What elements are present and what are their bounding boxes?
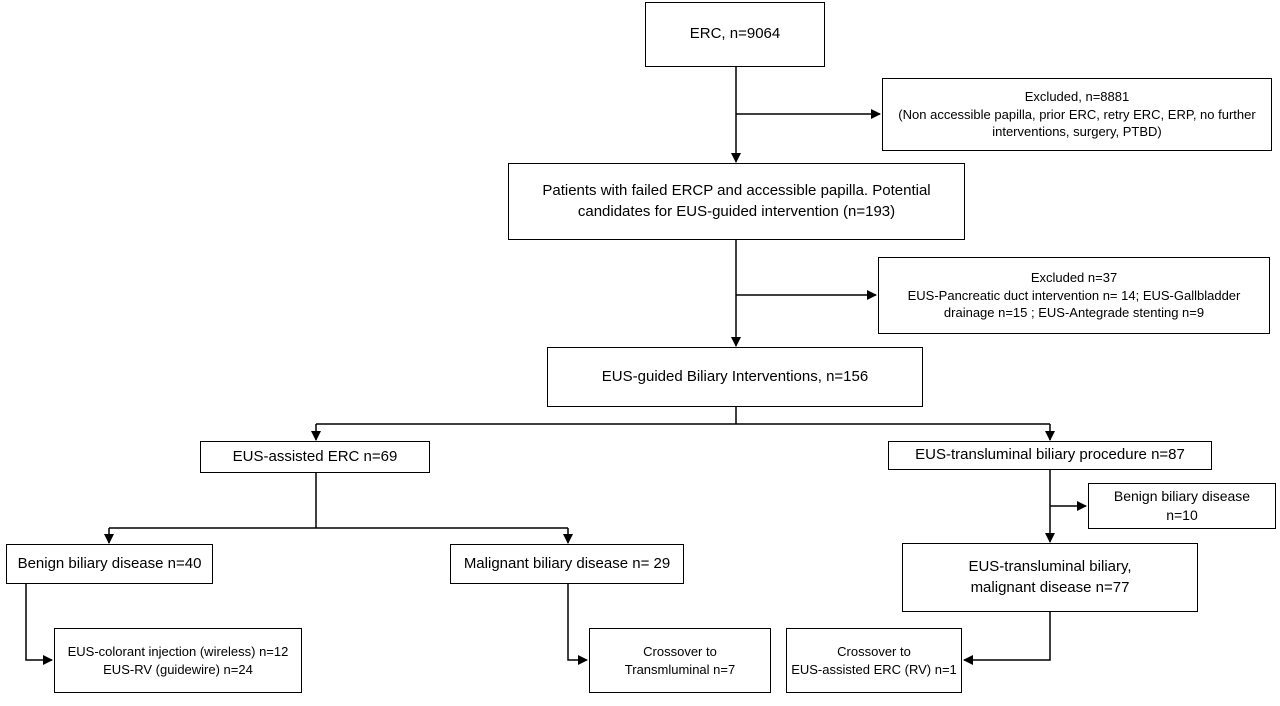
excluded-2-box: Excluded n=37 EUS-Pancreatic duct interv… <box>878 257 1270 334</box>
erc-label: ERC, n=9064 <box>689 25 781 43</box>
excluded-2-title: Excluded n=37 <box>1030 270 1118 286</box>
arrow-trans-to-crossover <box>963 612 1051 665</box>
crossover-assisted-line2: EUS-assisted ERC (RV) n=1 <box>791 661 957 677</box>
candidates-line2: candidates for EUS-guided intervention (… <box>577 202 896 220</box>
excluded-1-detail-line2: interventions, surgery, PTBD) <box>992 124 1162 140</box>
benign-trans-line1: Benign biliary disease <box>1113 488 1251 505</box>
colorant-rv-box: EUS-colorant injection (wireless) n=12 E… <box>54 628 302 693</box>
candidates-line1: Patients with failed ERCP and accessible… <box>542 182 931 200</box>
erc-box: ERC, n=9064 <box>645 2 825 67</box>
malignant-trans-box: EUS-transluminal biliary, malignant dise… <box>902 543 1198 612</box>
eus-transluminal-label: EUS-transluminal biliary procedure n=87 <box>915 446 1185 464</box>
eus-transluminal-box: EUS-transluminal biliary procedure n=87 <box>888 441 1212 470</box>
candidates-box: Patients with failed ERCP and accessible… <box>508 163 965 240</box>
benign-trans-line2: n=10 <box>1166 507 1198 523</box>
arrow-malignant-to-crossover <box>567 584 588 665</box>
malignant-assisted-label: Malignant biliary disease n= 29 <box>463 554 671 572</box>
excluded-2-line2: drainage n=15 ; EUS-Antegrade stenting n… <box>943 305 1205 321</box>
biliary-interventions-box: EUS-guided Biliary Interventions, n=156 <box>547 347 923 407</box>
malignant-trans-line2: malignant disease n=77 <box>970 578 1130 596</box>
eus-assisted-erc-label: EUS-assisted ERC n=69 <box>232 447 398 465</box>
biliary-interventions-label: EUS-guided Biliary Interventions, n=156 <box>601 367 869 385</box>
excluded-1-detail-line1: (Non accessible papilla, prior ERC, retr… <box>898 106 1256 122</box>
benign-assisted-label: Benign biliary disease n=40 <box>17 554 202 572</box>
excluded-2-line1: EUS-Pancreatic duct intervention n= 14; … <box>907 287 1241 303</box>
colorant-line: EUS-colorant injection (wireless) n=12 <box>67 643 289 659</box>
crossover-to-transluminal-box: Crossover to Transmluminal n=7 <box>589 628 771 693</box>
arrow-benign-to-colorant <box>25 584 53 665</box>
crossover-trans-line1: Crossover to <box>643 643 717 659</box>
benign-trans-box: Benign biliary disease n=10 <box>1088 483 1276 529</box>
excluded-1-title: Excluded, n=8881 <box>1024 89 1130 105</box>
eus-assisted-erc-box: EUS-assisted ERC n=69 <box>200 441 430 473</box>
malignant-assisted-box: Malignant biliary disease n= 29 <box>450 544 684 584</box>
crossover-trans-line2: Transmluminal n=7 <box>624 661 736 677</box>
crossover-assisted-line1: Crossover to <box>837 643 911 659</box>
rv-guidewire-line: EUS-RV (guidewire) n=24 <box>103 661 253 677</box>
excluded-1-box: Excluded, n=8881 (Non accessible papilla… <box>882 78 1272 151</box>
crossover-to-assisted-box: Crossover to EUS-assisted ERC (RV) n=1 <box>786 628 962 693</box>
malignant-trans-line1: EUS-transluminal biliary, <box>968 558 1132 576</box>
benign-assisted-box: Benign biliary disease n=40 <box>6 544 213 584</box>
